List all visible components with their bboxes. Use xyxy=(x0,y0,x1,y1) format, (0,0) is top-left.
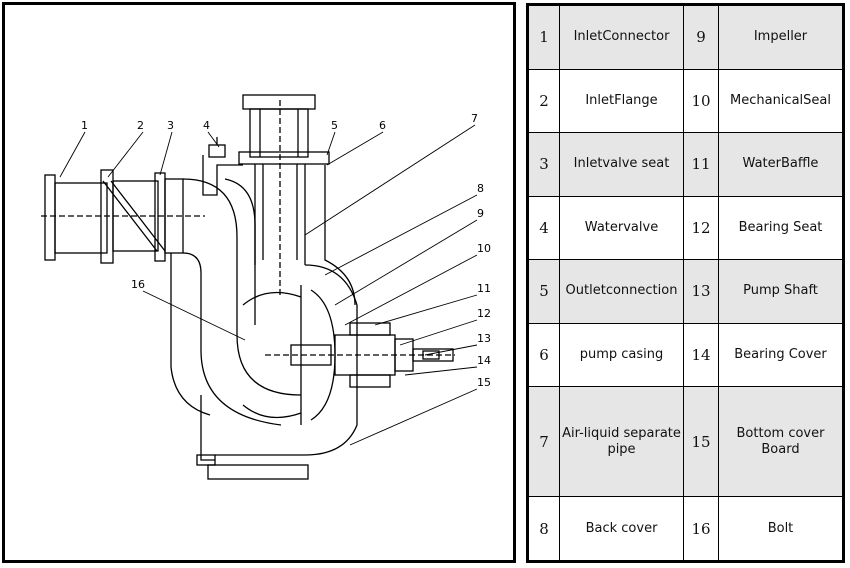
callout-10: 10 xyxy=(477,242,491,255)
part-number: 15 xyxy=(683,386,719,498)
part-name: pump casing xyxy=(559,322,684,388)
part-number: 4 xyxy=(528,195,560,261)
callout-13: 13 xyxy=(477,332,491,345)
callout-5: 5 xyxy=(331,119,338,132)
part-number: 8 xyxy=(528,496,560,561)
part-name: Inletvalve seat xyxy=(559,132,684,197)
pump-cross-section-panel: 1 2 3 4 5 6 7 8 9 10 11 12 13 14 15 16 xyxy=(2,2,516,563)
callout-12: 12 xyxy=(477,307,491,320)
part-name: Pump Shaft xyxy=(718,259,843,324)
part-number: 9 xyxy=(683,5,719,70)
table-row: 8 Back cover 16 Bolt xyxy=(528,496,843,561)
part-number: 2 xyxy=(528,68,560,134)
part-name: Impeller xyxy=(718,5,843,70)
part-name: MechanicalSeal xyxy=(718,68,843,134)
parts-table: 1 InletConnector 9 Impeller 2 InletFlang… xyxy=(528,5,843,561)
part-name: WaterBaffle xyxy=(718,132,843,197)
part-name: InletFlange xyxy=(559,68,684,134)
callout-layer: 1 2 3 4 5 6 7 8 9 10 11 12 13 14 15 16 xyxy=(81,112,491,389)
table-row: 1 InletConnector 9 Impeller xyxy=(528,5,843,70)
part-number: 10 xyxy=(683,68,719,134)
callout-15: 15 xyxy=(477,376,491,389)
part-name: Watervalve xyxy=(559,195,684,261)
table-row: 7 Air-liquid separate pipe 15 Bottom cov… xyxy=(528,386,843,498)
part-number: 5 xyxy=(528,259,560,324)
table-row: 3 Inletvalve seat 11 WaterBaffle xyxy=(528,132,843,197)
part-name: Back cover xyxy=(559,496,684,561)
part-name: Air-liquid separate pipe xyxy=(559,386,684,498)
part-name: Bottom cover Board xyxy=(718,386,843,498)
pump-casing xyxy=(196,155,358,480)
part-number: 12 xyxy=(683,195,719,261)
callout-1: 1 xyxy=(81,119,88,132)
callout-4: 4 xyxy=(203,119,210,132)
callout-9: 9 xyxy=(477,207,484,220)
part-name: Bearing Seat xyxy=(718,195,843,261)
part-number: 13 xyxy=(683,259,719,324)
shaft-assembly xyxy=(265,322,455,388)
callout-16: 16 xyxy=(131,278,145,291)
table-row: 6 pump casing 14 Bearing Cover xyxy=(528,322,843,388)
part-number: 14 xyxy=(683,322,719,388)
part-name: Bolt xyxy=(718,496,843,561)
part-name: Outletconnection xyxy=(559,259,684,324)
callout-11: 11 xyxy=(477,282,491,295)
table-row: 2 InletFlange 10 MechanicalSeal xyxy=(528,68,843,134)
callout-6: 6 xyxy=(379,119,386,132)
callout-14: 14 xyxy=(477,354,491,367)
pump-cross-section-diagram xyxy=(41,94,478,480)
part-name: Bearing Cover xyxy=(718,322,843,388)
callout-7: 7 xyxy=(471,112,478,125)
part-number: 7 xyxy=(528,386,560,498)
part-number: 1 xyxy=(528,5,560,70)
part-number: 11 xyxy=(683,132,719,197)
part-number: 3 xyxy=(528,132,560,197)
table-row: 5 Outletconnection 13 Pump Shaft xyxy=(528,259,843,324)
part-name: InletConnector xyxy=(559,5,684,70)
part-number: 6 xyxy=(528,322,560,388)
callout-8: 8 xyxy=(477,182,484,195)
separate-pipe xyxy=(238,94,330,295)
callout-3: 3 xyxy=(167,119,174,132)
leader-lines xyxy=(59,124,478,446)
inlet-pipe xyxy=(41,169,205,264)
callout-2: 2 xyxy=(137,119,144,132)
parts-legend: 1 InletConnector 9 Impeller 2 InletFlang… xyxy=(526,3,845,563)
table-row: 4 Watervalve 12 Bearing Seat xyxy=(528,195,843,261)
part-number: 16 xyxy=(683,496,719,561)
